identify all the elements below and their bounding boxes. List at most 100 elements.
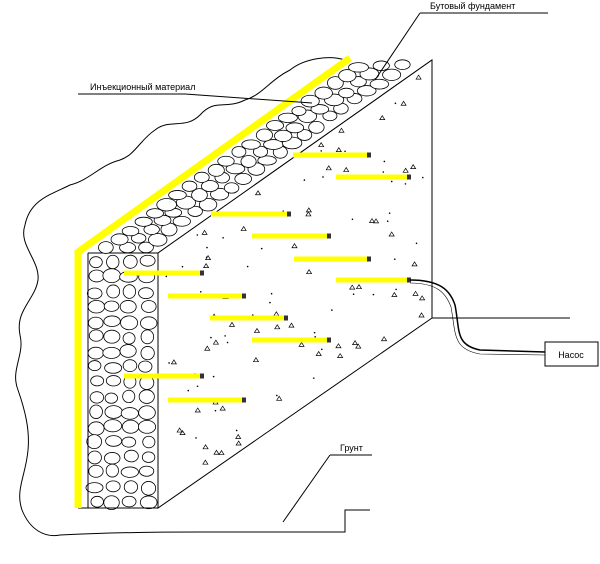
aggregate-speck: [380, 336, 388, 342]
aggregate-speck: [338, 127, 345, 133]
rubble-stone: [217, 155, 235, 167]
aggregate-speck: [410, 163, 417, 170]
rubble-stone: [90, 375, 105, 387]
aggregate-speck: [343, 166, 350, 172]
rubble-stone: [181, 180, 198, 192]
rubble-stone: [103, 300, 120, 312]
rubble-stone: [207, 163, 225, 177]
rubble-stone: [138, 405, 156, 420]
aggregate-speck: [418, 295, 426, 301]
rubble-stone: [223, 182, 240, 194]
aggregate-dot: [222, 237, 224, 239]
aggregate-speck: [298, 341, 305, 347]
rubble-stone: [87, 421, 105, 436]
rubble-stones: [85, 59, 411, 511]
rubble-stone: [119, 344, 137, 358]
aggregate-speck: [202, 262, 210, 268]
rubble-stone: [274, 129, 293, 142]
aggregate-speck: [315, 350, 322, 356]
rubble-stone: [105, 375, 122, 387]
rubble-stone: [104, 392, 118, 404]
rubble-stone: [134, 216, 153, 227]
rubble-stone: [146, 208, 164, 219]
rubble-stone: [105, 463, 119, 478]
rubble-stone: [285, 122, 305, 134]
rubble-stone: [103, 495, 120, 511]
aggregate-dot: [393, 258, 396, 260]
aggregate-speck: [274, 324, 281, 330]
aggregate-speck: [202, 459, 209, 465]
rubble-stone: [89, 256, 103, 269]
rubble-stone: [123, 449, 139, 463]
rubble-stone: [121, 226, 140, 237]
rubble-stone: [138, 389, 155, 404]
aggregate-speck: [235, 440, 242, 446]
aggregate-dot: [199, 290, 202, 293]
rubble-stone: [137, 419, 157, 434]
rubble-stone: [138, 287, 154, 300]
rubble-stone: [234, 172, 252, 185]
concrete-aggregate: [165, 74, 426, 465]
rubble-stone: [148, 233, 168, 247]
aggregate-speck: [219, 405, 226, 411]
aggregate-speck: [388, 231, 395, 237]
aggregate-speck: [179, 429, 186, 435]
rubble-stone: [257, 155, 277, 166]
aggregate-dot: [331, 309, 333, 311]
aggregate-dot: [386, 220, 389, 223]
rubble-stone: [98, 241, 114, 254]
rubble-stone: [255, 128, 274, 142]
aggregate-speck: [253, 327, 261, 333]
rubble-stone: [314, 86, 333, 100]
rubble-stone: [140, 316, 158, 330]
leader-injection-d: [184, 93, 313, 104]
aggregate-speck: [415, 74, 422, 80]
rubble-stone: [119, 242, 136, 254]
aggregate-speck: [252, 357, 260, 363]
rubble-stone: [139, 254, 156, 267]
label-rubble-foundation: Бутовый фундамент: [430, 1, 515, 11]
aggregate-speck: [240, 225, 247, 231]
rubble-stone: [191, 188, 208, 202]
rubble-stone: [338, 87, 355, 99]
rubble-stone: [85, 482, 104, 494]
aggregate-dot: [196, 385, 199, 388]
aggregate-dot: [415, 242, 418, 245]
rubble-stone: [141, 451, 156, 463]
aggregate-dot: [314, 335, 316, 338]
rubble-stone: [123, 254, 138, 269]
rubble-stone: [168, 190, 187, 201]
rubble-stone: [291, 106, 307, 116]
aggregate-dot: [224, 335, 226, 337]
rubble-stone: [310, 104, 330, 115]
rubble-stone: [105, 435, 123, 447]
injector-group: [124, 152, 411, 403]
rubble-stone: [88, 269, 105, 283]
rubble-stone: [87, 450, 102, 465]
rubble-stone: [308, 121, 325, 134]
aggregate-dot: [351, 218, 354, 221]
rubble-stone: [88, 360, 102, 372]
rubble-stone: [201, 180, 219, 193]
aggregate-speck: [288, 322, 295, 328]
pump-label: Насос: [558, 350, 584, 360]
aggregate-speck: [305, 211, 312, 217]
aggregate-speck: [355, 343, 362, 349]
aggregate-dot: [276, 394, 278, 397]
aggregate-dot: [165, 275, 168, 278]
rubble-stone: [121, 495, 137, 508]
rubble-stone: [102, 346, 121, 359]
rubble-stone: [121, 419, 140, 434]
aggregate-speck: [325, 165, 332, 171]
rubble-stone: [121, 436, 137, 448]
aggregate-speck: [368, 217, 376, 223]
aggregate-dot: [344, 150, 346, 153]
aggregate-speck: [355, 284, 363, 290]
rubble-stone: [106, 284, 121, 299]
aggregate-dot: [390, 180, 393, 183]
aggregate-speck: [235, 433, 242, 439]
aggregate-dot: [168, 362, 170, 364]
aggregate-dot: [382, 171, 385, 173]
rubble-stone: [348, 62, 369, 73]
aggregate-speck: [201, 229, 208, 235]
